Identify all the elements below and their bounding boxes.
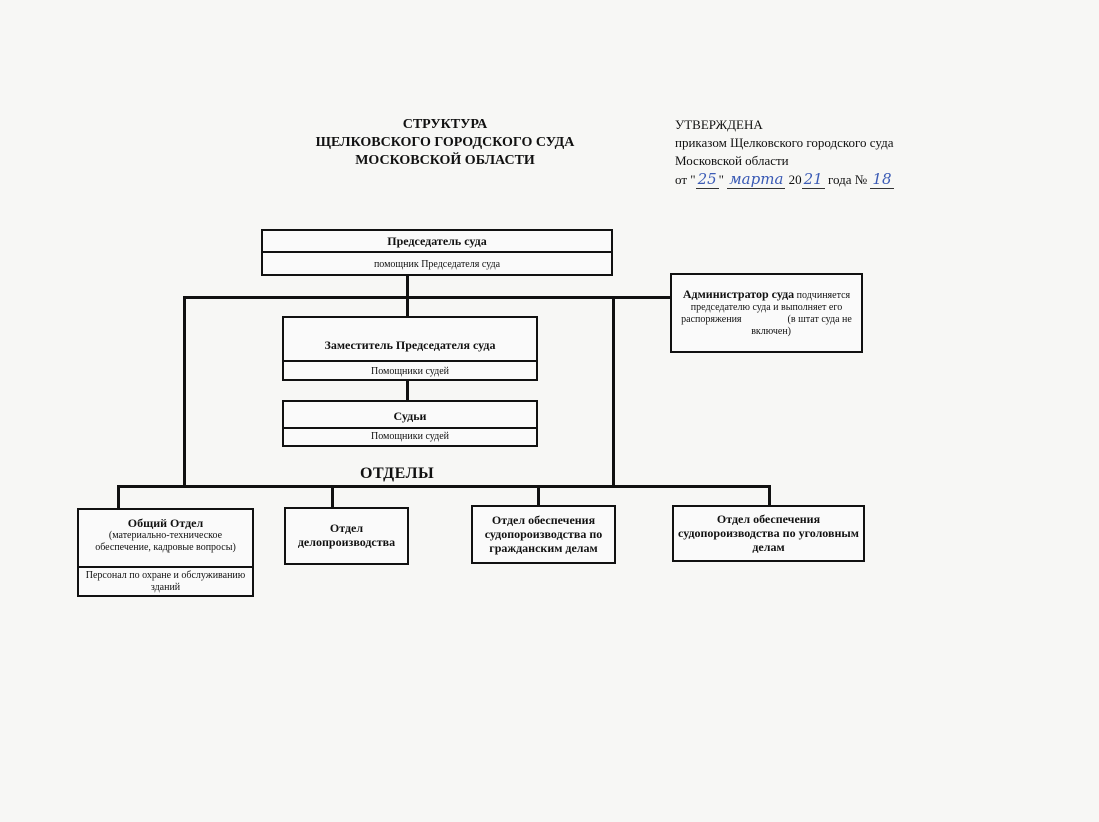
dept-general-desc-2: обеспечение, кадровые вопросы)	[95, 542, 236, 553]
judges-title: Судьи	[393, 409, 427, 423]
dept-criminal-box: Отдел обеспечения судопороизводства по у…	[672, 505, 865, 562]
connector-right-vertical	[612, 296, 615, 488]
connector-deputy-judges	[406, 380, 409, 402]
dept-general-box: Общий Отдел (материально-техническое обе…	[77, 508, 254, 597]
administrator-text-1: подчиняется	[794, 290, 851, 301]
dept-general-desc-1: (материально-техническое	[108, 530, 223, 541]
connector-dept-general	[117, 485, 120, 510]
approved-label: УТВЕРЖДЕНА	[675, 117, 763, 132]
title-line-1: СТРУКТУРА	[402, 117, 488, 132]
deputy-chairman-title: Заместитель Председателя суда	[324, 338, 496, 352]
connector-chairman-down	[406, 274, 409, 298]
date-year-prefix: 20	[785, 172, 802, 187]
administrator-box: Администратор суда подчиняется председат…	[670, 273, 863, 353]
dept-criminal-line-2: судопороизводства по уголовным	[678, 526, 859, 540]
dept-civil-line-3: гражданским делам	[489, 541, 598, 555]
date-day: 25	[695, 170, 719, 189]
dept-civil-line-2: судопороизводства по	[484, 527, 603, 541]
departments-label: ОТДЕЛЫ	[360, 465, 435, 482]
dept-civil-line-1: Отдел обеспечения	[491, 513, 596, 527]
dept-general-staff: Персонал по охране и обслуживанию зданий	[79, 566, 252, 594]
connector-dept-civil	[537, 485, 540, 507]
chairman-assistant: помощник Председателя суда	[263, 251, 611, 276]
connector-departments-bus	[117, 485, 771, 488]
approval-block: УТВЕРЖДЕНА приказом Щелковского городско…	[675, 116, 1005, 189]
administrator-line-3: распоряжения (в штат суда не	[672, 314, 861, 326]
dept-criminal-line-3: делам	[752, 540, 785, 554]
dept-records-box: Отдел делопроизводства	[284, 507, 409, 565]
chairman-title: Председатель суда	[387, 234, 487, 248]
date-month: марта	[727, 170, 786, 189]
connector-left-vertical	[183, 296, 186, 488]
approved-line-1: приказом Щелковского городского суда	[675, 135, 894, 150]
administrator-text-4: (в штат суда не	[787, 314, 852, 325]
connector-dept-records	[331, 485, 334, 509]
title-line-2: ЩЕЛКОВСКОГО ГОРОДСКОГО СУДА	[315, 135, 575, 150]
connector-top-bus	[183, 296, 673, 299]
order-number: 18	[870, 170, 894, 189]
date-quote-close: "	[718, 172, 728, 187]
date-year: 21	[801, 170, 825, 189]
document-title: СТРУКТУРА ЩЕЛКОВСКОГО ГОРОДСКОГО СУДА МО…	[260, 116, 630, 170]
administrator-title: Администратор суда	[682, 287, 795, 301]
date-year-suffix: года №	[824, 172, 871, 187]
administrator-text-2: председателю суда и выполняет его	[690, 302, 843, 313]
dept-records-line-2: делопроизводства	[297, 535, 396, 549]
connector-dept-criminal	[768, 485, 771, 507]
administrator-text-5: включен)	[751, 326, 791, 337]
deputy-assistants: Помощники судей	[284, 360, 536, 381]
dept-general-title: Общий Отдел	[127, 516, 204, 530]
dept-records-line-1: Отдел	[329, 521, 364, 535]
judges-box: Судьи Помощники судей	[282, 400, 538, 447]
connector-to-deputy	[406, 298, 409, 318]
date-prefix: от "	[675, 172, 696, 187]
dept-criminal-line-1: Отдел обеспечения	[716, 512, 821, 526]
title-line-3: МОСКОВСКОЙ ОБЛАСТИ	[355, 153, 535, 168]
chairman-box: Председатель суда помощник Председателя …	[261, 229, 613, 276]
administrator-line-1: Администратор суда подчиняется	[672, 287, 861, 302]
approved-line-2: Московской области	[675, 153, 789, 168]
administrator-text-3: распоряжения	[681, 314, 742, 325]
deputy-chairman-box: Заместитель Председателя суда Помощники …	[282, 316, 538, 381]
dept-civil-box: Отдел обеспечения судопороизводства по г…	[471, 505, 616, 564]
judges-assistants: Помощники судей	[284, 427, 536, 445]
